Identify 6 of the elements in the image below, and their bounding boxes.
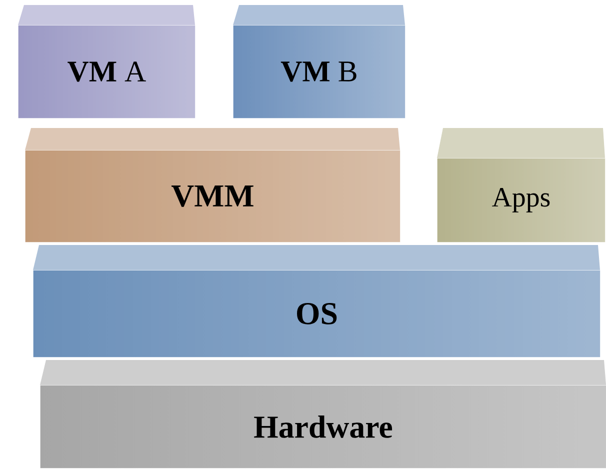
layer-box: Apps [437, 128, 606, 242]
layer-box: VM A [18, 5, 196, 118]
layer-box: OS [33, 245, 600, 358]
layer-box: Hardware [40, 360, 606, 468]
layer-box: VM B [233, 5, 406, 118]
layer-box: VMM [25, 128, 400, 242]
